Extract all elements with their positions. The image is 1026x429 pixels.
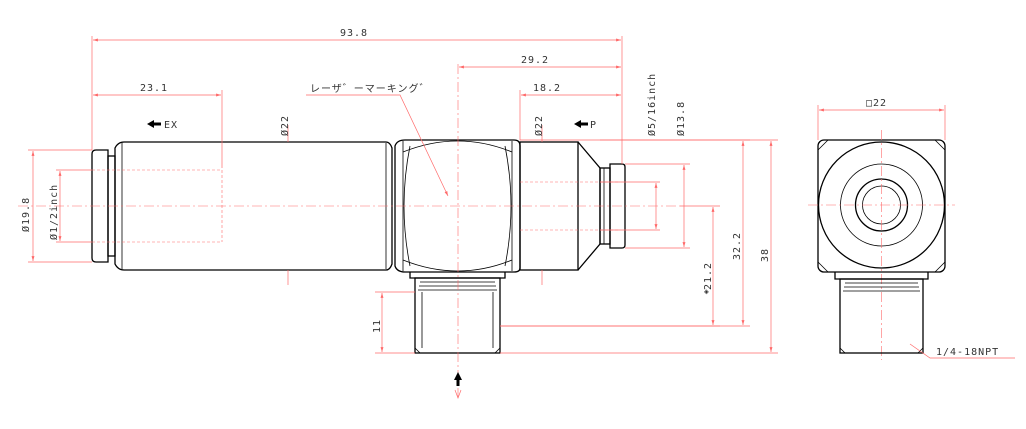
p-port-label: P: [590, 120, 597, 131]
dim-93-8: 93.8: [340, 28, 368, 39]
ex-body: [114, 141, 393, 271]
thread-chamfer: [414, 347, 501, 354]
port-labels: EX P ◈: [147, 120, 710, 399]
end-view-outer-circle: [817, 141, 946, 269]
thread-flow-arrow-icon: [454, 372, 462, 386]
dim-dia-22-p: Ø22: [533, 115, 545, 136]
laser-marking-leader: [306, 94, 449, 197]
thread-flow-tail: [454, 389, 462, 399]
side-view: [18, 64, 680, 400]
dim-square-22: □22: [866, 98, 887, 109]
thread-stem: [414, 277, 501, 354]
side-dimensions: 93.8 23.1 29.2 18.2 Ø22 Ø22 Ø5/16inch Ø1…: [20, 28, 778, 354]
end-view: □22 1/4-18NPT: [808, 98, 1015, 360]
ball-curve-bottom: [402, 259, 513, 272]
ex-port-label: EX: [164, 120, 178, 131]
dim-dia-22-ex: Ø22: [279, 115, 291, 136]
p-flow-arrow-icon: [574, 120, 588, 128]
thread-spec-leader: [909, 343, 1015, 359]
dim-29-2: 29.2: [521, 55, 549, 66]
p-release-ring: [609, 163, 626, 249]
dim-11: 11: [372, 319, 383, 333]
dim-dia-5-16-inch: Ø5/16inch: [646, 73, 658, 136]
end-view-thread-chamfer: [839, 347, 924, 354]
end-view-chamfer-tl: [817, 139, 829, 151]
end-view-chamfer-tr: [934, 139, 946, 151]
ex-flow-arrow-icon: [147, 120, 161, 128]
dim-38: 38: [760, 248, 771, 262]
end-view-chamfer-br: [934, 261, 946, 273]
ball-curve-top: [402, 140, 513, 153]
dim-32-2: 32.2: [732, 232, 743, 260]
ex-release-flange: [91, 149, 109, 263]
dim-18-2: 18.2: [533, 83, 561, 94]
dim-dia-19-8: Ø19.8: [20, 197, 32, 232]
laser-marking-label: レーザ゛ーマーキング゛: [310, 82, 431, 95]
dim-dia-13-8: Ø13.8: [675, 101, 687, 136]
thread-flange: [409, 272, 506, 279]
thread-spec-label: 1/4-18NPT: [936, 347, 999, 358]
dim-23-1: 23.1: [140, 83, 168, 94]
dia-symbol-21: ◈: [704, 287, 710, 296]
dim-dia-1-2-inch: Ø1/2inch: [48, 184, 60, 240]
end-view-chamfer-bl: [817, 261, 829, 273]
dim-21-2: 21.2: [703, 262, 714, 290]
